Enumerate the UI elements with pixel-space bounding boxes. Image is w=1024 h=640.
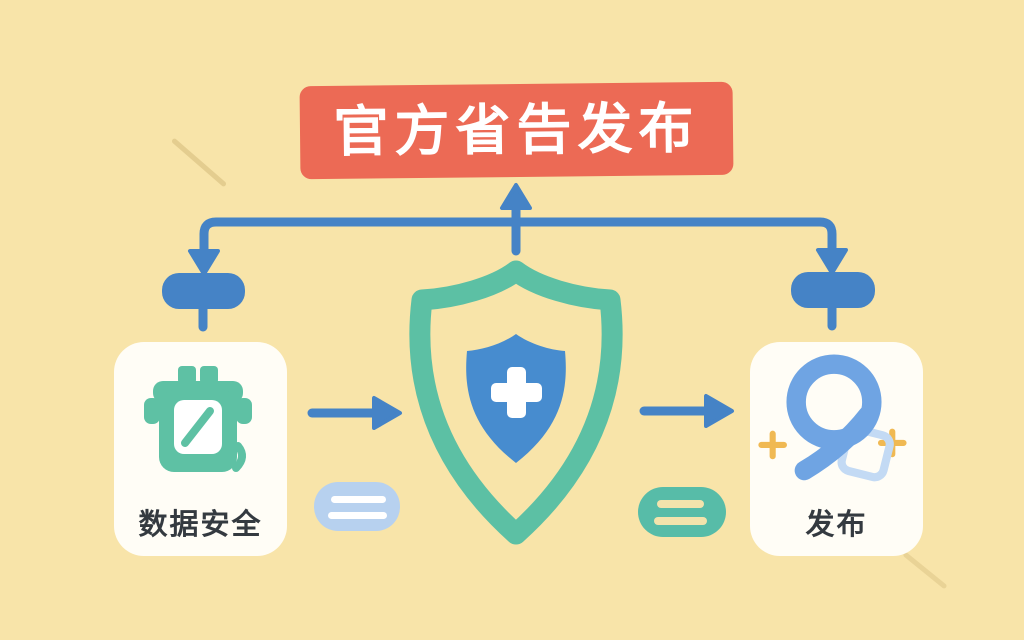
publish-ribbon-icon — [758, 354, 907, 482]
down-arrowhead-icon — [816, 248, 848, 275]
card-label-publish: 发布 — [805, 507, 868, 541]
up-arrow-icon — [500, 183, 532, 256]
card-data-security: 数据安全 — [114, 342, 287, 556]
list-lines-pill-icon — [314, 482, 400, 531]
pill-line — [331, 496, 386, 503]
shield-outline — [409, 260, 623, 545]
pill-line — [657, 500, 704, 508]
down-arrowhead-icon — [188, 249, 220, 276]
card-label-data-security: 数据安全 — [138, 507, 263, 541]
pill-line — [654, 517, 707, 525]
pill-body — [314, 482, 400, 531]
arrowhead — [704, 394, 734, 428]
bin-knob — [178, 366, 196, 384]
bin-handle — [236, 398, 252, 424]
up-arrowhead-icon — [500, 183, 532, 210]
arrowhead — [372, 396, 402, 430]
shield-with-cross-icon — [409, 260, 623, 545]
cross-horizontal — [491, 383, 542, 402]
ribbon-tail — [794, 405, 878, 481]
bin-swoosh — [232, 442, 246, 472]
card-publish: 发布 — [750, 342, 923, 556]
pill-body — [638, 487, 726, 537]
right-connector-node — [791, 272, 875, 331]
left-connector-node — [162, 273, 245, 332]
node-pill — [791, 272, 875, 308]
bin-knob — [200, 366, 218, 384]
title-banner: 官方省告发布 — [299, 81, 734, 180]
title-banner-label: 官方省告发布 — [333, 96, 700, 164]
sparkle-icon — [758, 430, 787, 460]
list-lines-pill-icon — [638, 487, 726, 537]
right-arrow-icon — [639, 394, 734, 428]
bin-pen-stroke — [181, 407, 214, 447]
storage-bin-icon — [144, 366, 252, 472]
right-arrow-icon — [307, 396, 402, 430]
node-pill — [162, 273, 245, 309]
pill-line — [328, 512, 387, 519]
bin-handle — [144, 398, 160, 424]
